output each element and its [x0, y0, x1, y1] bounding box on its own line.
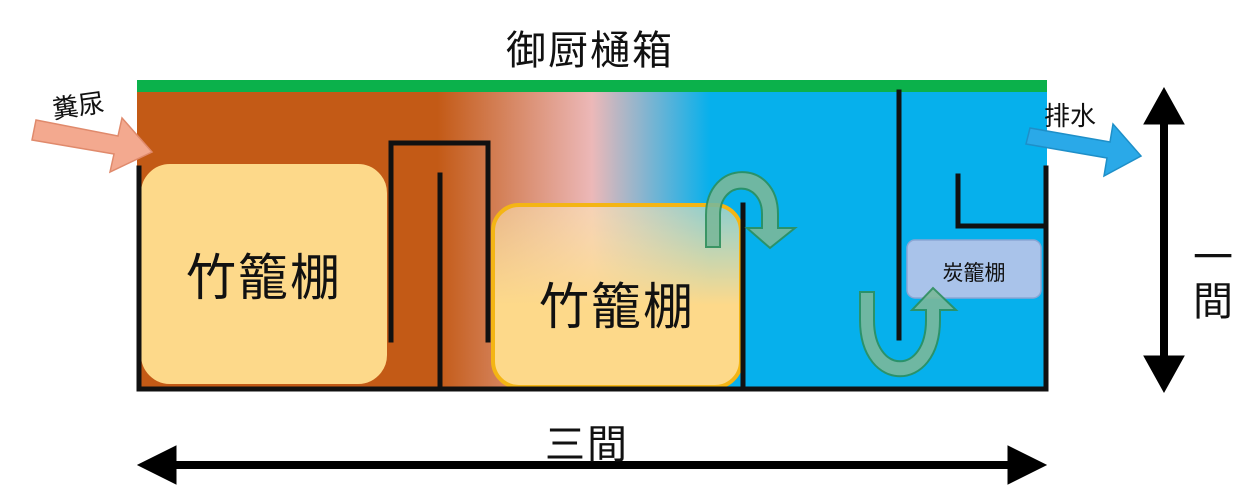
tank-lid	[137, 80, 1047, 92]
charcoal-basket-label: 炭籠棚	[942, 261, 1006, 285]
outlet-weir	[955, 173, 1049, 229]
baffle-hanging	[388, 140, 491, 343]
flow-arrow-under	[859, 286, 959, 378]
inlet-label: 糞尿	[50, 88, 107, 126]
height-dimension-arrow	[1143, 86, 1185, 394]
flow-arrow-over	[705, 171, 798, 250]
charcoal-basket	[906, 239, 1042, 299]
diagram-title: 御厨樋箱	[506, 28, 674, 74]
height-dimension-label: 一間	[1193, 235, 1233, 325]
outlet-arrow	[1025, 122, 1143, 178]
outlet-label: 排水	[1044, 102, 1097, 132]
bamboo-basket-1-label: 竹籠棚	[186, 249, 342, 307]
tank-walls	[136, 89, 1049, 392]
inlet-arrow	[31, 116, 154, 174]
width-dimension-arrow	[136, 445, 1048, 485]
bamboo-basket-2-label: 竹籠棚	[539, 278, 695, 336]
bamboo-basket-1	[141, 164, 387, 384]
width-dimension-label: 三間	[545, 422, 629, 468]
